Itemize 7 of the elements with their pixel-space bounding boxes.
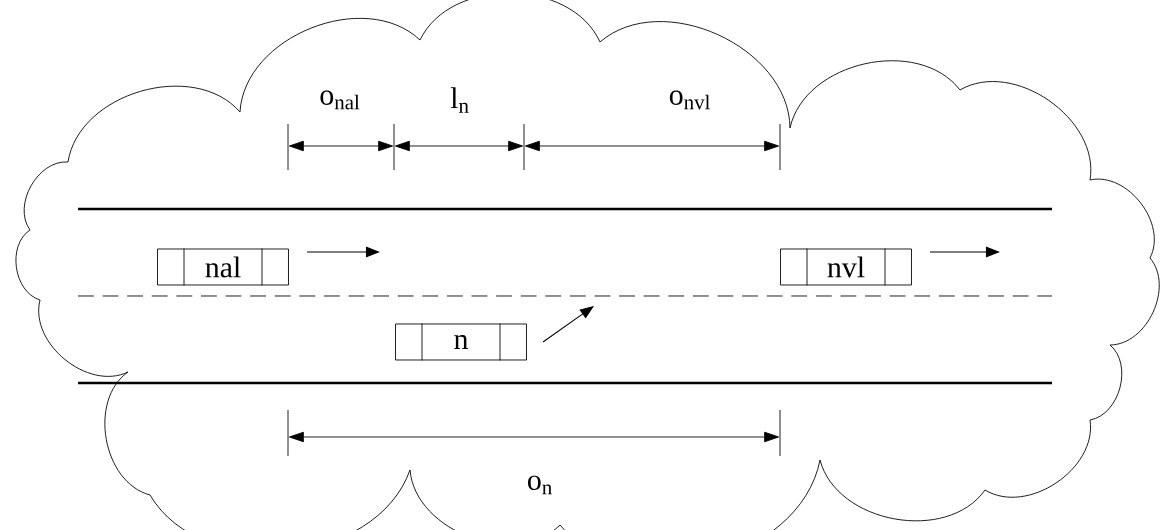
dimension-label: o$_{nvl}$ — [669, 90, 710, 110]
car-box: nvl — [780, 248, 912, 286]
car-box: nal — [157, 248, 289, 286]
dimension-label: o$_{n}$ — [528, 475, 552, 495]
dimension-label: o$_{nal}$ — [320, 90, 360, 110]
car-box: n — [395, 323, 527, 361]
dimension-label: l$_{n}$ — [450, 87, 469, 113]
